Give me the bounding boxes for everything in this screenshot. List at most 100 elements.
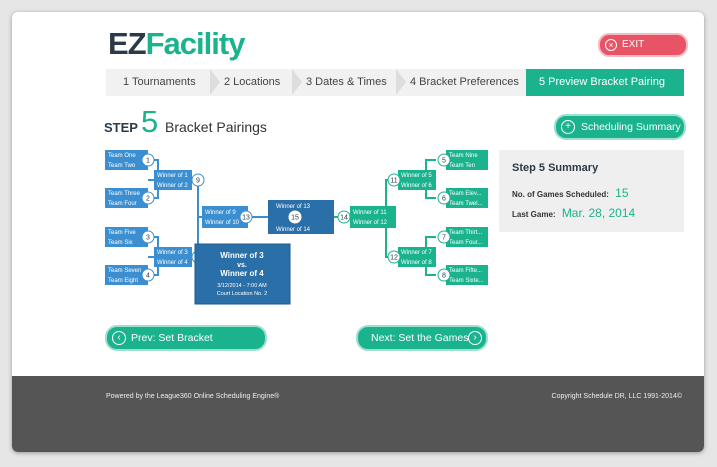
scheduling-summary-button[interactable]: + Scheduling Summary — [554, 114, 686, 140]
footer-powered-by: Powered by the League360 Online Scheduli… — [106, 393, 280, 400]
chevron-left-icon: ‹ — [112, 331, 126, 345]
step-label: 2 Locations — [224, 76, 281, 88]
team-name: Team Four — [108, 201, 137, 207]
prev-button[interactable]: ‹ Prev: Set Bracket Preferences — [105, 325, 267, 366]
matchup-box[interactable] — [154, 247, 192, 267]
game-badge[interactable]: 6 — [437, 191, 451, 205]
team-name: Team Elev... — [449, 191, 482, 197]
game-badge[interactable]: 1 — [141, 153, 155, 167]
step-label: 3 Dates & Times — [306, 76, 387, 88]
next-button-label: Next: Set the Games — [371, 332, 469, 344]
winner-label: Winner of 2 — [157, 183, 188, 189]
popup-line3: Winner of 4 — [220, 269, 264, 278]
step-label: 1 Tournaments — [123, 76, 196, 88]
last-game-value: Mar. 28, 2014 — [561, 206, 636, 220]
step-separator — [210, 69, 220, 95]
winner-label: Winner of 5 — [401, 173, 432, 179]
winner-label: Winner of 7 — [401, 250, 432, 256]
game-detail-popup[interactable]: Winner of 3 vs. Winner of 4 3/12/2014 - … — [194, 243, 291, 305]
game-number: 1 — [146, 158, 150, 165]
game-badge[interactable]: 12 — [387, 250, 401, 264]
exit-system-button[interactable]: × EXIT SYSTEM — [598, 33, 688, 70]
main-card: EZFacility × EXIT SYSTEM 1 Tournaments 2… — [12, 12, 704, 452]
scheduling-summary-label: Scheduling Summary — [581, 121, 681, 133]
step-number: 5 — [141, 104, 159, 139]
footer-copyright: Copyright Schedule DR, LLC 1991-2014© — [551, 393, 682, 400]
game-number: 11 — [390, 178, 397, 185]
summary-title: Step 5 Summary — [512, 162, 599, 174]
step-tournaments[interactable]: 1 Tournaments — [106, 69, 220, 96]
team-name: Team Seven — [108, 268, 141, 274]
game-badge[interactable]: 5 — [437, 153, 451, 167]
matchup-box[interactable] — [105, 265, 148, 285]
left-semifinal: Winner of 9 Winner of 10 — [202, 206, 248, 228]
matchup-box[interactable] — [446, 265, 488, 285]
winner-label: Winner of 12 — [353, 220, 388, 226]
matchup-box[interactable] — [202, 206, 248, 228]
matchup-box[interactable] — [398, 247, 436, 267]
footer: Powered by the League360 Online Scheduli… — [12, 376, 704, 452]
game-badge[interactable]: 2 — [141, 191, 155, 205]
game-badge[interactable]: 15 — [287, 209, 303, 225]
game-number: 8 — [442, 273, 446, 280]
winner-label: Winner of 8 — [401, 260, 432, 266]
winner-label: Winner of 14 — [276, 227, 311, 233]
plus-circle-icon: + — [561, 120, 575, 134]
game-badge[interactable]: 11 — [387, 173, 401, 187]
step-word: STEP — [104, 120, 138, 135]
popup-line1: Winner of 3 — [220, 251, 264, 260]
team-name: Team Twel... — [449, 201, 483, 207]
team-name: Team Thirt... — [449, 230, 483, 236]
close-icon: × — [605, 39, 617, 51]
team-name: Team Fifte... — [449, 268, 482, 274]
matchup-box[interactable] — [398, 170, 436, 190]
team-name: Team Eight — [108, 278, 138, 284]
game-number: 15 — [291, 215, 299, 222]
right-semifinal: Winner of 11 Winner of 12 — [350, 206, 396, 228]
matchup-box[interactable] — [446, 150, 488, 170]
game-badge[interactable]: 8 — [437, 268, 451, 282]
matchup-box[interactable] — [105, 188, 148, 208]
step-separator — [292, 69, 302, 95]
team-name: Team Six — [108, 240, 133, 246]
game-badge[interactable]: 14 — [337, 210, 351, 224]
matchup-box[interactable] — [105, 227, 148, 247]
games-scheduled-value: 15 — [615, 186, 629, 200]
popup-vs: vs. — [237, 262, 247, 269]
chevron-right-icon: › — [468, 331, 482, 345]
last-game-label: Last Game: — [512, 210, 556, 219]
game-badge[interactable]: 9 — [191, 173, 205, 187]
right-first-round: Team Nine Team Ten Team Elev... Team Twe… — [446, 150, 488, 285]
matchup-box[interactable] — [154, 170, 192, 190]
game-number: 13 — [242, 215, 250, 222]
team-name: Team One — [108, 153, 136, 159]
game-badge[interactable]: 13 — [239, 210, 253, 224]
game-number: 2 — [146, 196, 150, 203]
logo-part-facility: Facility — [145, 26, 246, 61]
tournament-bracket: Team One Team Two Team Three Team Four T… — [105, 150, 488, 305]
exit-system-label: EXIT SYSTEM — [622, 39, 664, 70]
winner-label: Winner of 9 — [205, 210, 236, 216]
step-bracket-preferences[interactable]: 4 Bracket Preferences — [396, 69, 526, 96]
last-game-row: Last Game: Mar. 28, 2014 — [512, 206, 635, 220]
team-name: Team Two — [108, 163, 136, 169]
matchup-box[interactable] — [105, 150, 148, 170]
step-preview-bracket-pairing[interactable]: 5 Preview Bracket Pairing — [526, 69, 684, 96]
next-button[interactable]: Next: Set the Games › — [356, 325, 488, 351]
games-scheduled-label: No. of Games Scheduled: — [512, 190, 609, 199]
right-second-round: Winner of 5 Winner of 6 Winner of 7 Winn… — [398, 170, 436, 267]
matchup-box[interactable] — [350, 206, 396, 228]
game-badge[interactable]: 3 — [141, 230, 155, 244]
popup-location: Court Location No. 2 — [217, 291, 267, 297]
step-dates-times[interactable]: 3 Dates & Times — [292, 69, 406, 96]
team-name: Team Three — [108, 191, 141, 197]
matchup-box[interactable] — [446, 188, 488, 208]
left-first-round: Team One Team Two Team Three Team Four T… — [105, 150, 148, 285]
ezfacility-logo: EZFacility — [108, 26, 246, 62]
game-badge[interactable]: 7 — [437, 230, 451, 244]
winner-label: Winner of 10 — [205, 220, 240, 226]
winner-label: Winner of 6 — [401, 183, 432, 189]
step-locations[interactable]: 2 Locations — [210, 69, 302, 96]
game-badge[interactable]: 4 — [141, 268, 155, 282]
matchup-box[interactable] — [446, 227, 488, 247]
